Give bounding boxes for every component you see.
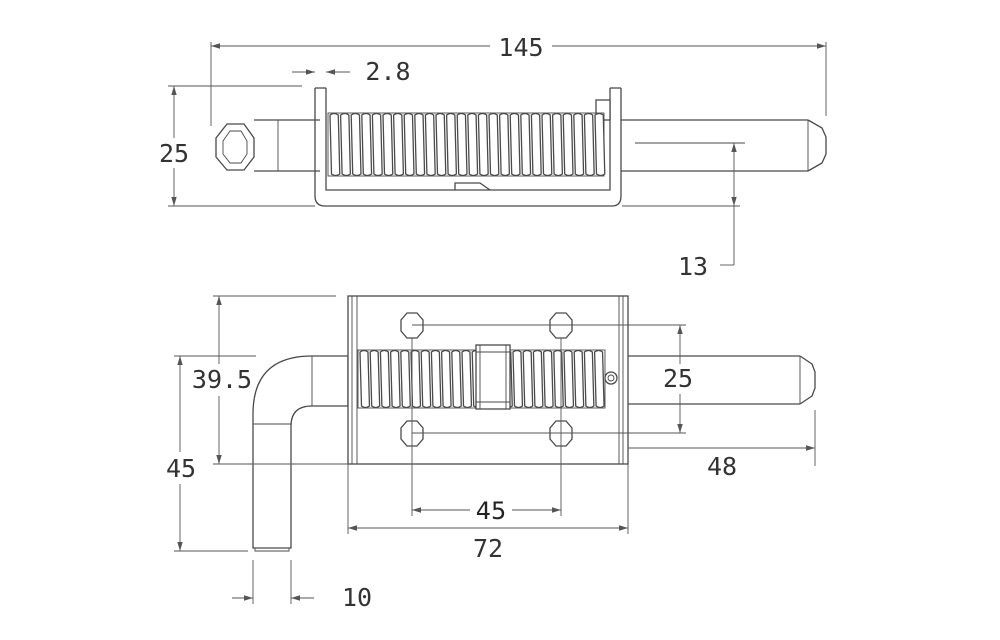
spring-coil [541, 112, 553, 177]
spring-coil [403, 112, 415, 177]
pin-front-right [604, 355, 816, 405]
spring-coil [430, 349, 442, 409]
spring-coil [551, 112, 564, 177]
spring-coil [451, 349, 462, 409]
spring-coil [359, 349, 371, 409]
dim-mounting-vertical: 25 [412, 324, 704, 434]
spring-coil [488, 112, 500, 177]
spring-top [327, 112, 606, 177]
dim-handle-height: 39.5 [192, 295, 348, 465]
spring-coil [522, 349, 534, 409]
spring-coil [445, 112, 458, 177]
spring-coil [498, 112, 511, 177]
dim-pin-height: 25 [159, 85, 315, 207]
cross-pin-icon [604, 371, 618, 385]
spring-coil [400, 349, 411, 409]
spring-coil [594, 112, 606, 177]
dim-label-handle-height: 39.5 [192, 365, 252, 394]
spring-coil [477, 112, 489, 177]
dim-overall-length: 145 [210, 33, 827, 126]
spring-coil [583, 349, 595, 409]
mounting-hole-icon [549, 312, 573, 339]
dim-plate-length: 72 [347, 464, 629, 563]
l-handle [252, 355, 349, 552]
spring-coil [456, 112, 468, 177]
latch-block [475, 344, 511, 410]
spring-coil [435, 112, 447, 177]
dim-label-mounting-horizontal: 45 [476, 497, 507, 525]
spring-coil [414, 112, 426, 177]
top-view: 145 2.8 25 13 [159, 33, 827, 281]
dim-label-plate-length: 72 [473, 534, 503, 563]
dim-label-mounting-vertical: 25 [663, 364, 693, 393]
spring-coil [562, 112, 574, 177]
spring-coil [369, 349, 381, 409]
spring-coil [339, 112, 352, 177]
spring-coil [509, 112, 521, 177]
spring-coil [593, 349, 605, 409]
spring-coil [361, 112, 373, 177]
spring-coil [350, 112, 362, 177]
spring-coil [563, 349, 575, 409]
dim-handle-depth: 45 [166, 355, 256, 552]
spring-coil [520, 112, 532, 177]
dim-pin-extension: 48 [628, 410, 816, 481]
spring-coil [420, 349, 432, 409]
spring-coil [379, 349, 391, 409]
dim-label-pin-height: 25 [159, 139, 189, 168]
spring-coil [532, 349, 544, 409]
spring-coil [389, 349, 401, 409]
spring-coil [392, 112, 405, 177]
dim-label-pin-extension: 48 [707, 452, 737, 481]
spring-coil [573, 112, 585, 177]
spring-coil [329, 112, 341, 177]
spring-coil [530, 112, 542, 177]
dim-label-bracket-thickness: 2.8 [365, 57, 410, 86]
front-view: 39.5 25 45 10 [166, 295, 816, 612]
spring-coil [553, 349, 564, 409]
spring-coil [461, 349, 473, 409]
spring-coil [573, 349, 585, 409]
spring-coil [467, 112, 479, 177]
pin-shaft-right [621, 119, 827, 172]
spring-coil [512, 349, 524, 409]
spring-coil [410, 349, 422, 409]
dim-label-handle-width: 10 [342, 583, 372, 612]
spring-coil [542, 349, 554, 409]
spring-coil [440, 349, 452, 409]
dim-label-handle-depth: 45 [166, 454, 196, 483]
spring-coil [371, 112, 383, 177]
spring-coil [583, 112, 595, 177]
spring-coil [382, 112, 394, 177]
pin-shaft-left [254, 119, 320, 172]
dim-bracket-thickness: 2.8 [292, 57, 411, 86]
dim-mounting-horizontal: 45 [411, 338, 562, 525]
dim-label-pin-offset: 13 [678, 252, 708, 281]
dim-label-overall-length: 145 [498, 33, 543, 62]
dim-pin-offset: 13 [622, 143, 740, 281]
mounting-hole-icon [400, 312, 424, 339]
spring-coil [424, 112, 436, 177]
dim-handle-width: 10 [232, 560, 372, 612]
